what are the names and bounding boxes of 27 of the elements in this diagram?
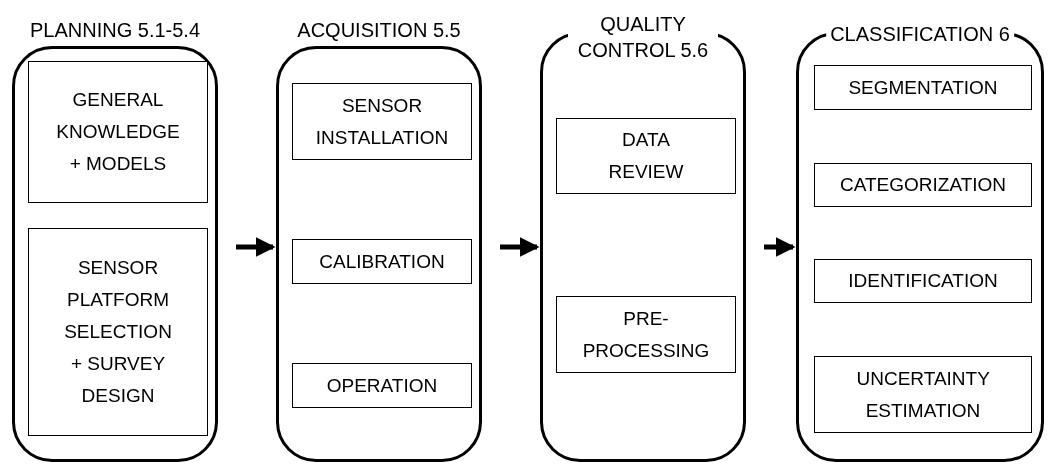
step-label: CATEGORIZATION <box>839 173 1007 197</box>
step-box <box>814 163 1032 207</box>
step-box <box>814 259 1032 303</box>
step-box <box>292 363 472 408</box>
step-box <box>28 61 208 203</box>
step-box <box>556 296 736 373</box>
step-box <box>556 118 736 194</box>
step-label: SENSOR INSTALLATION <box>315 93 449 150</box>
step-label: SENSOR PLATFORM SELECTION + SURVEY DESIGN <box>64 256 172 408</box>
step-label: UNCERTAINTY ESTIMATION <box>856 366 990 423</box>
arrow <box>764 237 796 257</box>
step-label: GENERAL KNOWLEDGE + MODELS <box>56 88 180 176</box>
step-box <box>292 239 472 284</box>
arrow <box>236 237 276 257</box>
step-label: IDENTIFICATION <box>848 269 998 293</box>
step-box <box>814 356 1032 433</box>
step-box <box>28 228 208 436</box>
step-label: PRE-PROCESSING <box>582 306 710 363</box>
step-label: CALIBRATION <box>319 249 445 274</box>
step-box <box>292 83 472 160</box>
step-label: DATA REVIEW <box>608 128 684 184</box>
stage-title: ACQUISITION 5.5 <box>296 18 462 43</box>
arrow <box>500 237 540 257</box>
step-label: OPERATION <box>326 373 438 398</box>
step-box <box>814 65 1032 110</box>
stage-title: PLANNING 5.1-5.4 <box>28 18 202 43</box>
step-label: SEGMENTATION <box>848 75 998 100</box>
